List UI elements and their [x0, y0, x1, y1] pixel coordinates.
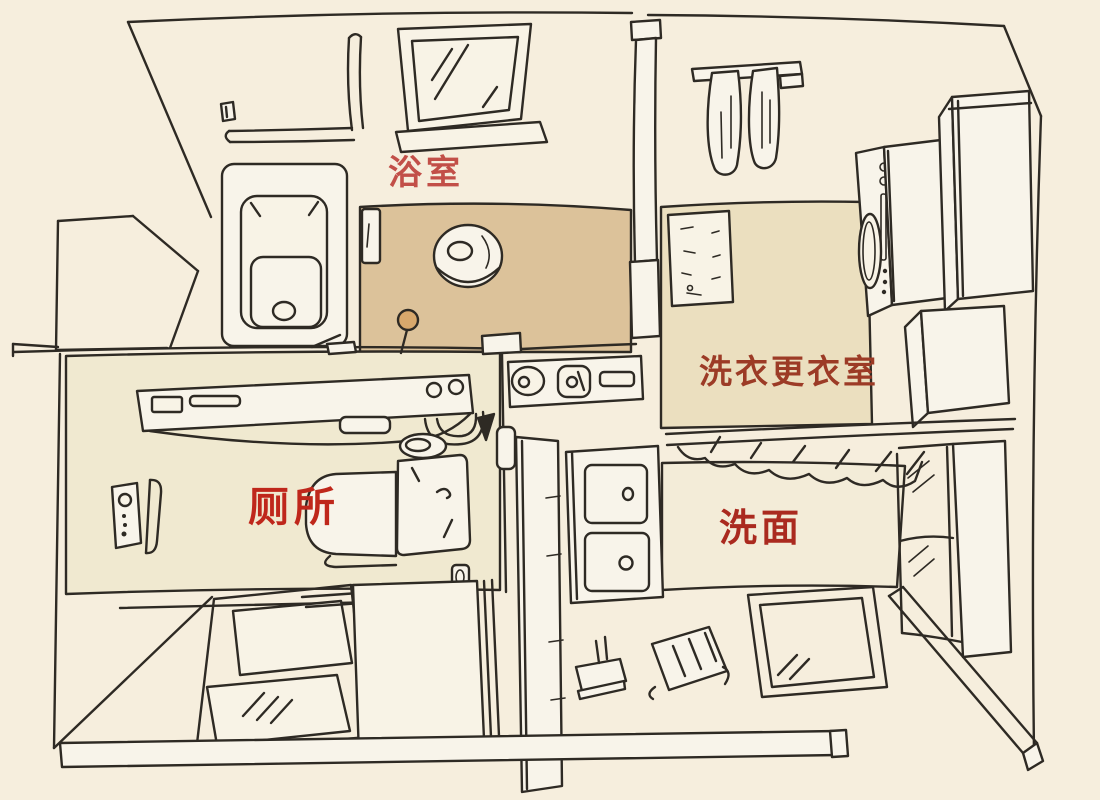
- wash-bowl-icon: [432, 223, 504, 289]
- mirror-cabinet-icon: [895, 439, 1013, 659]
- threshold-frame-right: [746, 585, 889, 699]
- laundry-counter-edge: [664, 417, 1017, 488]
- bath-control-panel: [506, 354, 645, 409]
- window: [394, 22, 549, 154]
- bathroom-floor: [358, 202, 633, 354]
- toilet-label: 厕所: [248, 483, 340, 531]
- divider-wall: [628, 18, 663, 340]
- floor-mats: [194, 583, 477, 754]
- hanging-towels-icon: [706, 66, 781, 176]
- toilet-icon: [304, 453, 472, 591]
- light-switch-panel: [110, 481, 143, 550]
- hand-wash-basin-icon: [398, 432, 448, 460]
- storage-cabinet-mid: [903, 304, 1011, 429]
- door-sill-diagonal: [887, 585, 1045, 772]
- doormat-icon: [648, 625, 730, 701]
- towel-bar-icon: [219, 33, 365, 144]
- wall-panel: [360, 207, 382, 265]
- bathroom-scale-icon: [574, 635, 628, 701]
- vanity-counter: [135, 373, 496, 446]
- door-handle-icon: [144, 478, 163, 555]
- wall-note-icon: [666, 209, 735, 308]
- bathroom-step: [480, 331, 523, 356]
- laundry-label: 洗衣更衣室: [699, 352, 879, 391]
- threshold-rail: [58, 728, 850, 769]
- washroom-label: 洗面: [719, 506, 803, 550]
- bathtub-icon: [220, 162, 358, 356]
- partition-wall: [514, 435, 566, 794]
- ladle-icon: [396, 308, 420, 355]
- washroom-floor: [660, 460, 907, 592]
- bathroom-label: 浴室: [388, 153, 464, 193]
- side-panel: [495, 425, 517, 471]
- floor-panel: [351, 578, 501, 757]
- drawer-cabinet-icon: [564, 444, 665, 605]
- storage-cabinet-top: [937, 89, 1035, 313]
